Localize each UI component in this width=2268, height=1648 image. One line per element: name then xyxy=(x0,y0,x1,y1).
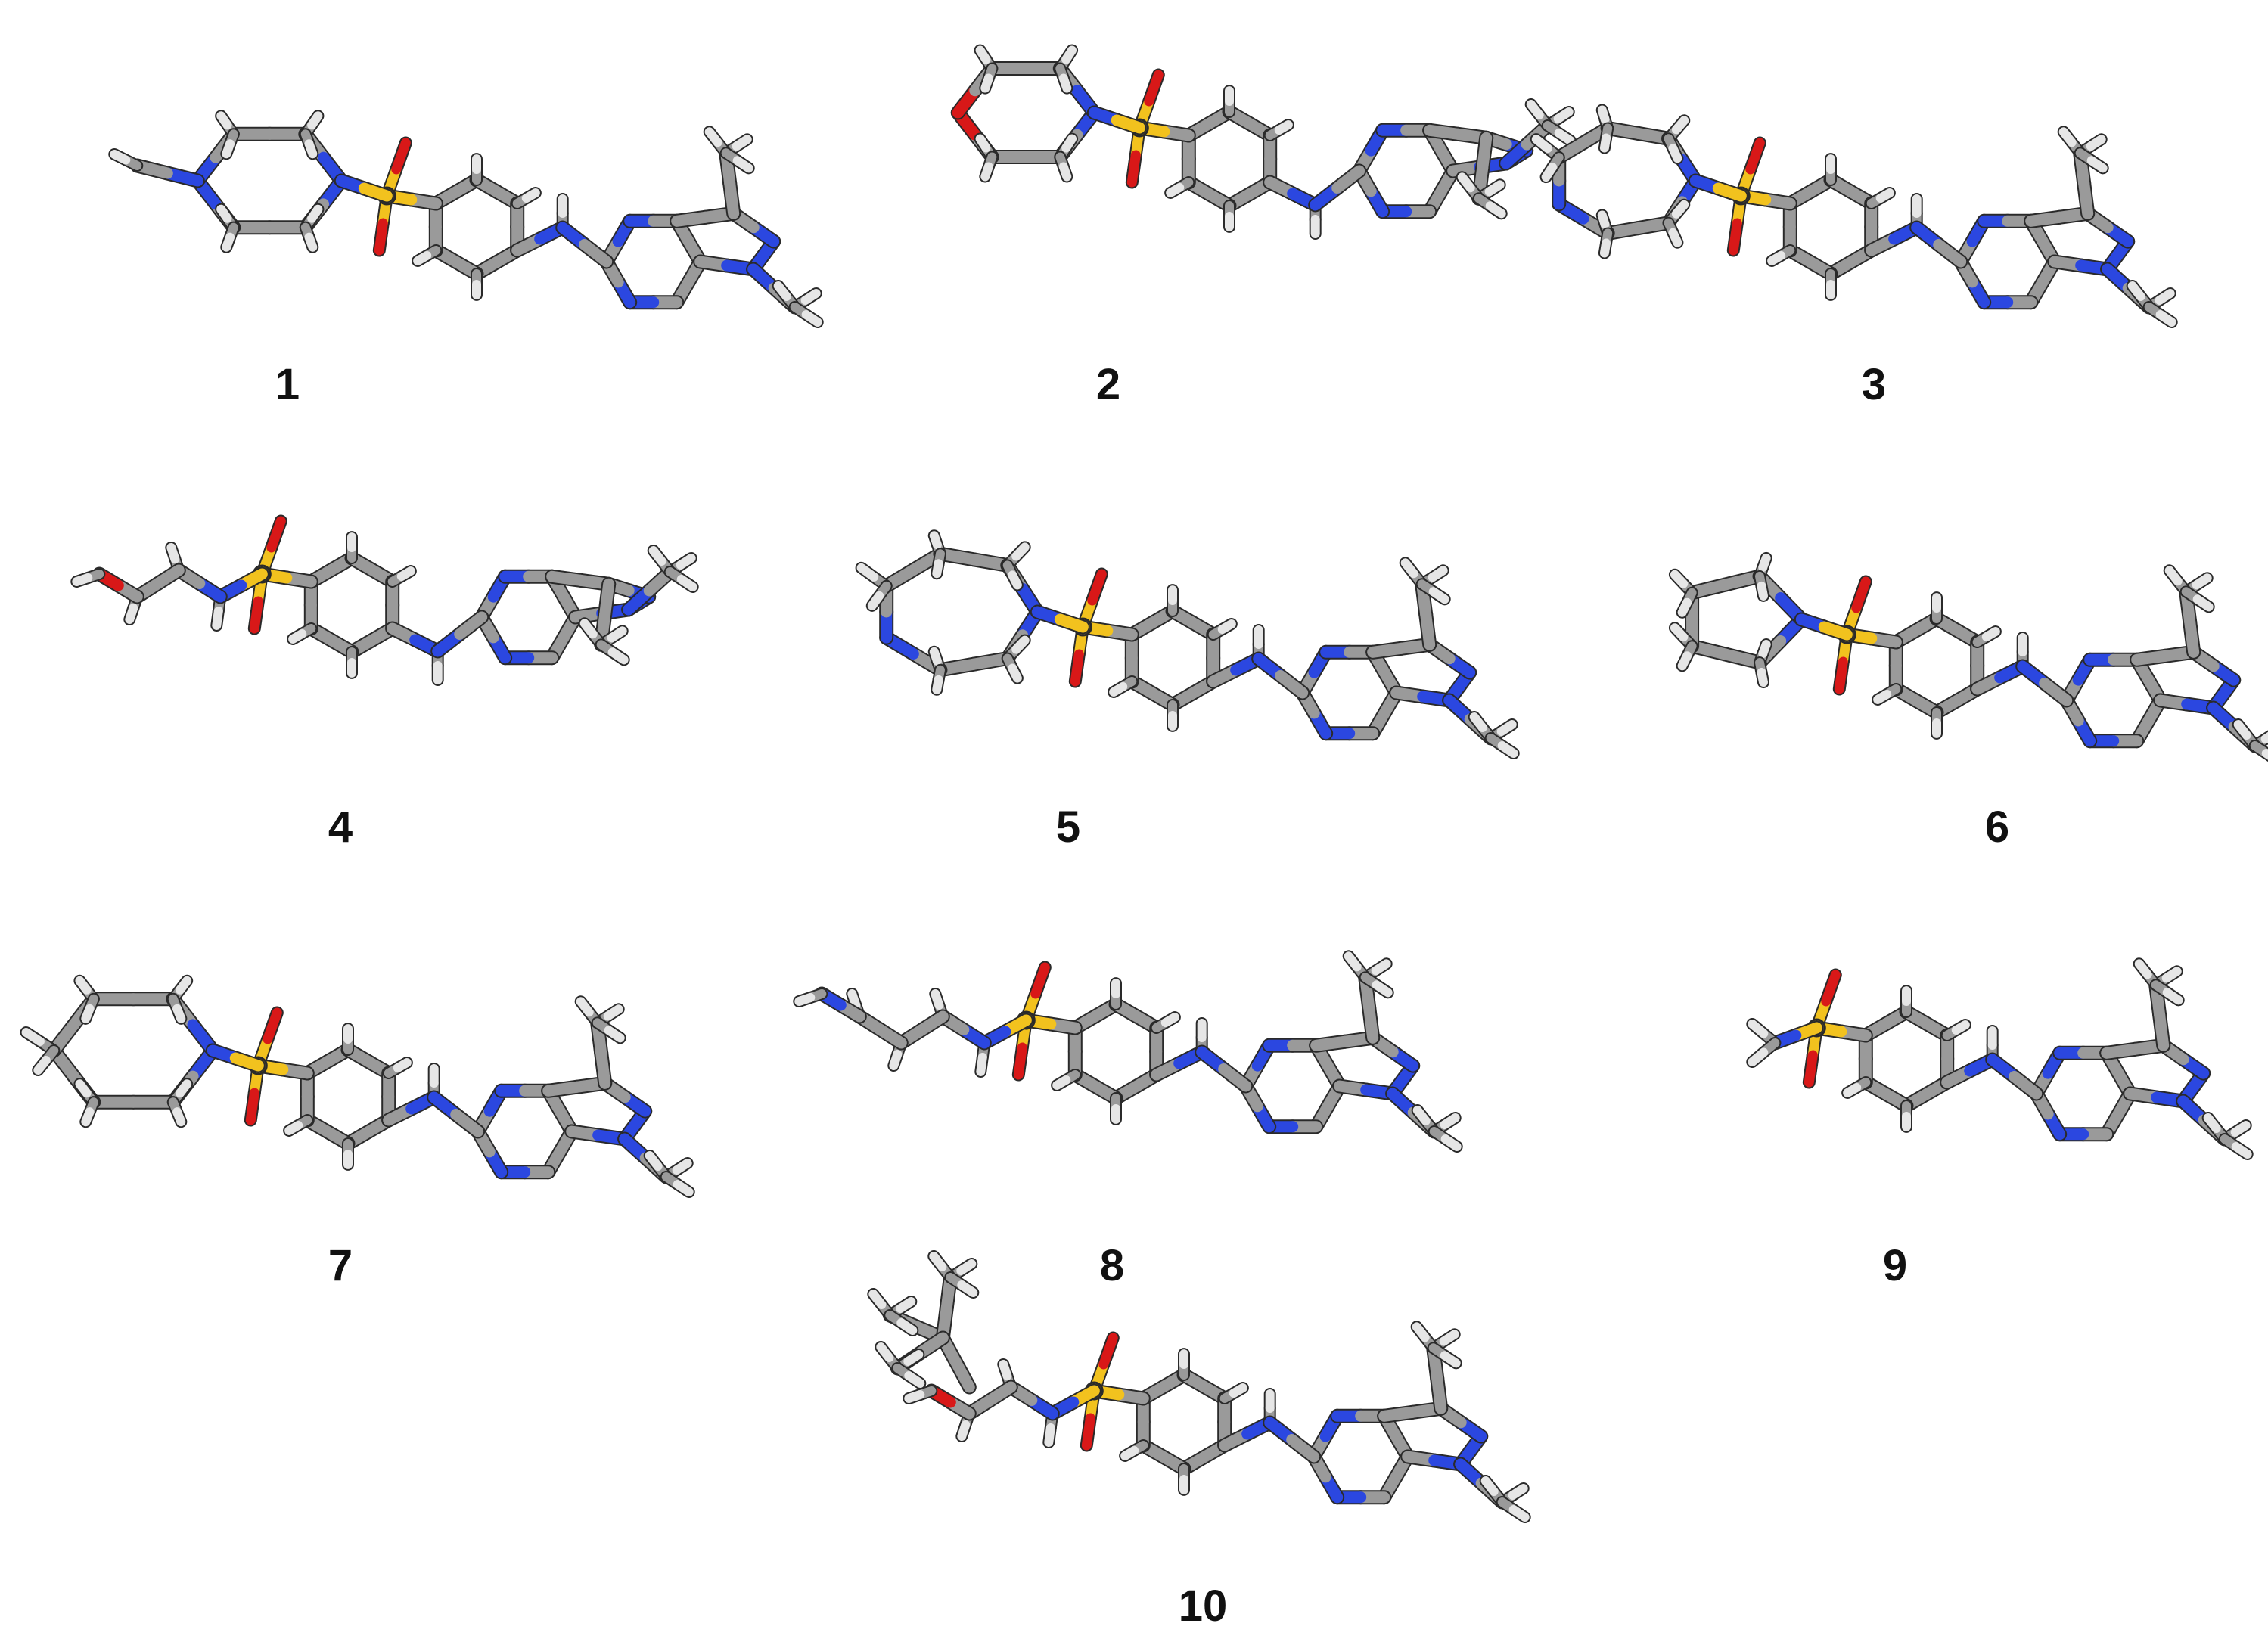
compound-label-1: 1 xyxy=(275,360,300,409)
molecule-4 xyxy=(70,514,699,686)
compound-label-6: 6 xyxy=(1984,802,2010,852)
molecule-6 xyxy=(1668,551,2268,762)
compound-label-4: 4 xyxy=(328,802,353,852)
compound-label-8: 8 xyxy=(1099,1241,1125,1290)
molecule-9 xyxy=(1746,957,2254,1160)
molecule-5 xyxy=(855,529,1520,759)
molecule-10 xyxy=(867,1250,1531,1523)
compound-label-7: 7 xyxy=(328,1241,353,1290)
compound-label-2: 2 xyxy=(1095,360,1121,409)
molecule-2 xyxy=(950,44,1577,240)
compound-label-5: 5 xyxy=(1055,802,1081,852)
compound-label-9: 9 xyxy=(1882,1241,1908,1290)
molecule-8 xyxy=(793,950,1463,1153)
molecule-1 xyxy=(108,110,824,328)
compound-label-10: 10 xyxy=(1178,1581,1228,1631)
molecule-3 xyxy=(1530,104,2178,328)
compound-label-3: 3 xyxy=(1861,360,1887,409)
molecule-7 xyxy=(20,974,695,1198)
